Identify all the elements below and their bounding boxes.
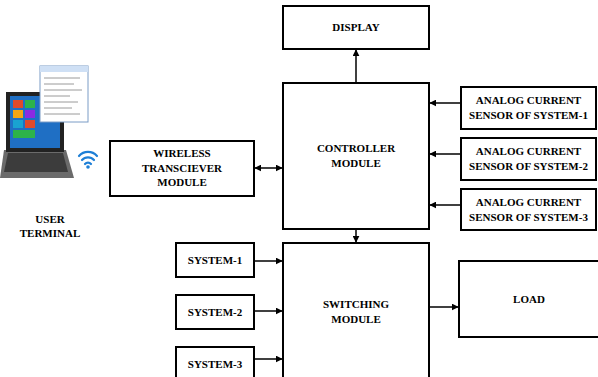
arrow-connector <box>255 358 282 360</box>
box-label: LOAD <box>513 292 545 307</box>
box-label: CONTROLLER MODULE <box>306 141 406 171</box>
arrow-connector <box>255 167 282 169</box>
transceiver-box: WIRELESS TRANSCIEVER MODULE <box>109 140 255 197</box>
system-box: SYSTEM-2 <box>175 294 255 330</box>
load-box: LOAD <box>458 260 598 338</box>
box-label: SYSTEM-1 <box>188 253 242 268</box>
display-box: DISPLAY <box>282 5 430 50</box>
arrow-connector <box>355 50 357 82</box>
laptop-base <box>0 150 74 178</box>
arrow-connector <box>430 153 460 155</box>
arrow-connector <box>430 102 460 104</box>
box-label: ANALOG CURRENT SENSOR OF SYSTEM-2 <box>465 144 593 174</box>
wifi-symbol <box>79 152 97 164</box>
wifi-dot <box>86 165 90 169</box>
app-window-lines <box>44 78 82 114</box>
system-box: SYSTEM-3 <box>175 346 255 377</box>
box-label: ANALOG CURRENT SENSOR OF SYSTEM-1 <box>465 93 593 123</box>
screen-tiles <box>13 100 35 138</box>
arrow-connector <box>430 204 460 206</box>
box-label: SYSTEM-3 <box>188 357 242 372</box>
arrow-connector <box>430 306 458 308</box>
arrow-connector <box>355 230 357 242</box>
box-label: SWITCHING MODULE <box>301 297 411 327</box>
box-label: ANALOG CURRENT SENSOR OF SYSTEM-3 <box>465 195 593 225</box>
app-window <box>40 66 88 122</box>
system-box: SYSTEM-1 <box>175 242 255 278</box>
sensor-box: ANALOG CURRENT SENSOR OF SYSTEM-1 <box>460 86 597 130</box>
box-label: SYSTEM-2 <box>188 305 242 320</box>
laptop-keyboard <box>4 153 68 172</box>
arrow-connector <box>255 310 282 312</box>
box-label: WIRELESS TRANSCIEVER MODULE <box>134 146 230 191</box>
arrow-connector <box>255 260 282 262</box>
terminal-label: USER TERMINAL <box>8 212 92 241</box>
switching-box: SWITCHING MODULE <box>282 242 430 377</box>
controller-box: CONTROLLER MODULE <box>282 82 430 230</box>
sensor-box: ANALOG CURRENT SENSOR OF SYSTEM-2 <box>460 137 597 181</box>
app-window-title <box>40 66 88 72</box>
sensor-box: ANALOG CURRENT SENSOR OF SYSTEM-3 <box>460 188 597 231</box>
box-label: DISPLAY <box>332 20 379 35</box>
